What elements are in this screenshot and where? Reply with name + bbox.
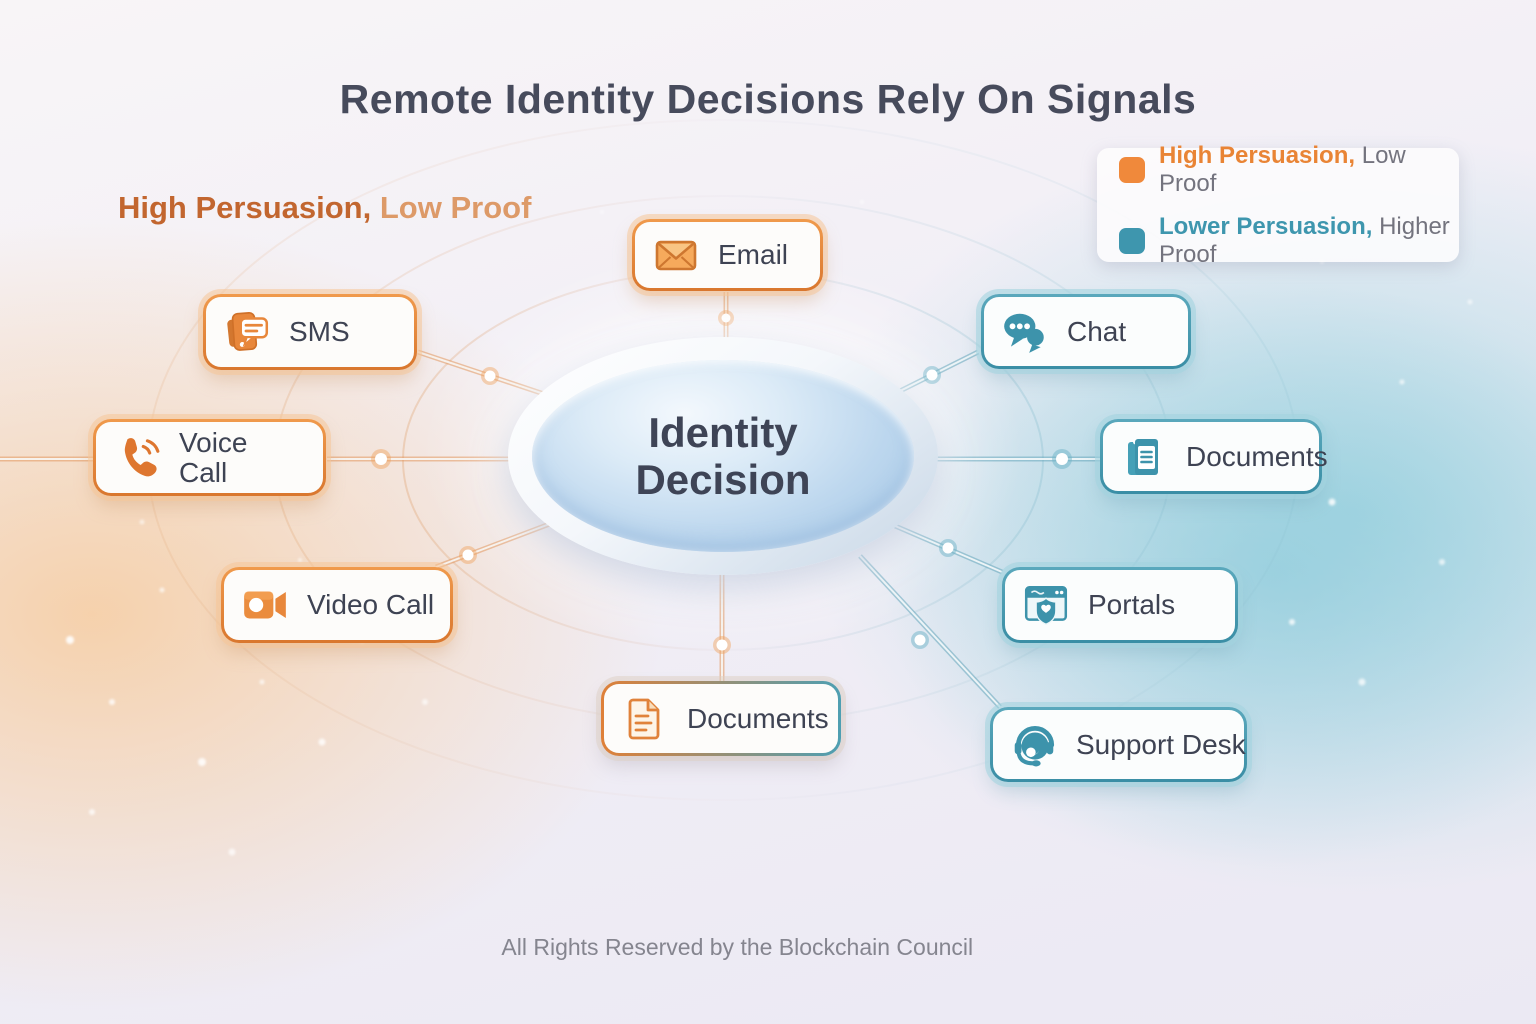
phone-handset-icon: [112, 433, 162, 483]
identity-decision-label: Identity Decision: [635, 409, 810, 503]
video-camera-icon: [240, 580, 290, 630]
legend-strong-text: Lower Persuasion,: [1159, 212, 1373, 240]
chat-bubbles-icon: [1000, 307, 1050, 357]
center-label-line2: Decision: [635, 456, 811, 503]
copyright-text: All Rights Reserved by the Blockchain Co…: [501, 934, 974, 960]
card-documents-right: Documents: [1100, 419, 1328, 494]
card-support-desk: Support Desk: [990, 707, 1247, 782]
card-label: Portals: [1088, 589, 1176, 620]
card-label: Email: [718, 239, 789, 270]
center-label-line1: Identity: [648, 408, 798, 456]
card-label: Video Call: [307, 589, 435, 620]
browser-shield-icon: [1021, 580, 1071, 630]
card-label: Documents: [687, 702, 829, 734]
headset-icon: [1009, 720, 1059, 770]
legend-item-text: Lower Persuasion, Higher Proof: [1159, 213, 1459, 269]
card-video-call: Video Call: [221, 567, 453, 643]
card-label: Documents: [1186, 440, 1328, 472]
legend-strong-text: High Persuasion,: [1159, 141, 1356, 169]
sms-phone-icon: [222, 307, 272, 357]
card-label: Support Desk: [1076, 728, 1246, 760]
legend: High Persuasion, Low Proof Lower Persuas…: [1097, 142, 1459, 268]
card-voice-call: Voice Call: [93, 419, 326, 496]
documents-stack-icon: [1119, 432, 1169, 482]
card-sms: SMS: [203, 294, 417, 370]
legend-rest-text: Higher Proof: [1159, 212, 1450, 268]
identity-decision-node: Identity Decision: [508, 337, 938, 575]
group-label-rest: Low Proof: [379, 190, 532, 225]
card-portals: Portals: [1002, 567, 1238, 643]
connector-node-dots: [371, 310, 1072, 654]
legend-item-high-persuasion: High Persuasion, Low Proof: [1119, 142, 1459, 198]
group-label-strong: High Persuasion,: [118, 190, 372, 225]
card-label: Chat: [1067, 315, 1127, 347]
card-label: SMS: [289, 316, 350, 347]
document-icon: [620, 694, 670, 744]
card-email: Email: [632, 219, 823, 291]
page-title: Remote Identity Decisions Rely On Signal…: [339, 76, 1197, 122]
high-persuasion-group-label: High Persuasion, Low Proof: [118, 190, 531, 226]
card-documents-bottom: Documents: [601, 681, 841, 756]
legend-item-text: High Persuasion, Low Proof: [1159, 142, 1459, 198]
orange-swatch-icon: [1119, 156, 1145, 183]
envelope-icon: [651, 230, 701, 280]
legend-item-lower-persuasion: Lower Persuasion, Higher Proof: [1119, 213, 1459, 269]
card-label: Voice Call: [179, 427, 248, 488]
card-chat: Chat: [981, 294, 1191, 369]
identity-decision-core: Identity Decision: [532, 360, 914, 552]
teal-swatch-icon: [1119, 227, 1145, 254]
legend-rest-text: Low Proof: [1159, 141, 1406, 197]
